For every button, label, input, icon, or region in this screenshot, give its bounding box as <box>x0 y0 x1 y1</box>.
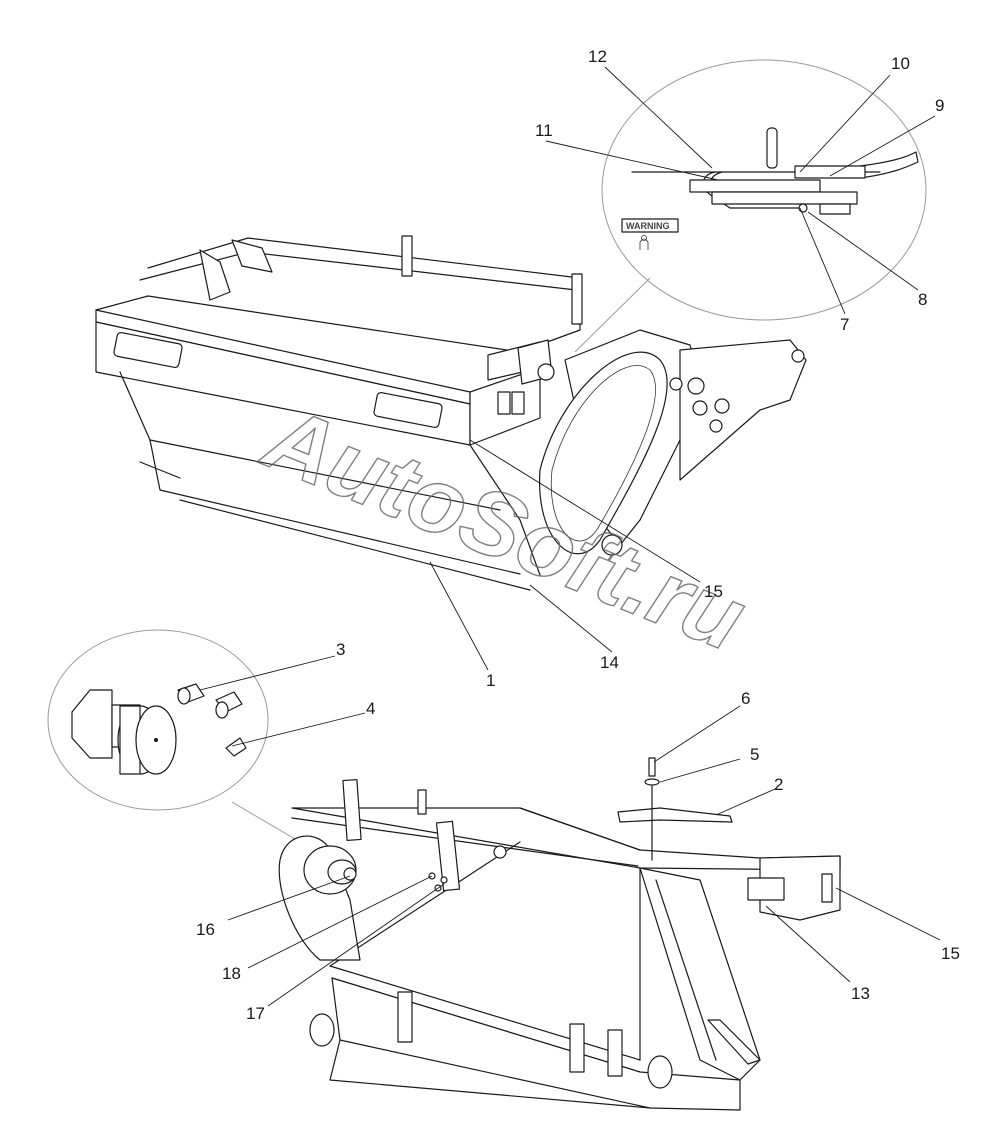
decal-label <box>747 877 785 901</box>
callout-8: 8 <box>918 290 927 309</box>
person-icon <box>639 238 649 250</box>
callout-15-upper: 15 <box>704 582 723 601</box>
callout-15-lower: 15 <box>941 944 960 963</box>
detail-circle-left <box>47 629 269 811</box>
callout-10: 10 <box>891 54 910 73</box>
callout-7: 7 <box>840 315 849 334</box>
callout-16: 16 <box>196 920 215 939</box>
callout-numbers: 12 10 9 11 8 7 15 14 1 3 4 6 5 2 15 13 1… <box>196 47 960 1023</box>
warning-decal <box>621 218 679 233</box>
callout-17: 17 <box>246 1004 265 1023</box>
hopper-assembly-lower <box>278 757 841 1111</box>
hopper-assembly-upper <box>95 235 807 591</box>
detail-view-motor <box>47 629 301 843</box>
callout-6: 6 <box>741 689 750 708</box>
detail-circle-top <box>601 59 927 321</box>
callout-13: 13 <box>851 984 870 1003</box>
callout-2: 2 <box>774 775 783 794</box>
callout-14: 14 <box>600 653 619 672</box>
callout-18: 18 <box>222 964 241 983</box>
callout-5: 5 <box>750 745 759 764</box>
leader-lines <box>199 66 941 1007</box>
callout-9: 9 <box>935 96 944 115</box>
callout-4: 4 <box>366 699 375 718</box>
detail-view-latch: WARNING <box>574 59 927 353</box>
callout-11: 11 <box>535 121 553 140</box>
warning-decal-text: WARNING <box>626 221 670 231</box>
callout-3: 3 <box>336 640 345 659</box>
callout-12: 12 <box>588 47 607 66</box>
callout-1: 1 <box>486 671 495 690</box>
